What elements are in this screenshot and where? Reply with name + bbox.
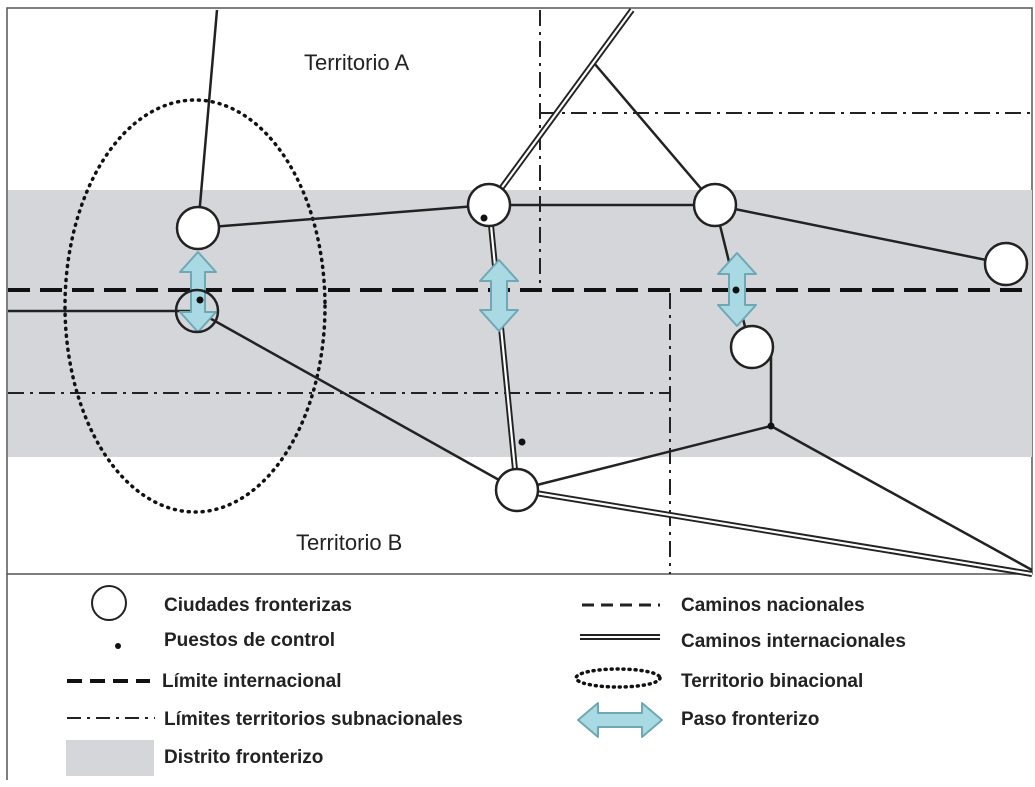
- control-post: [480, 214, 488, 222]
- control-posts: [196, 214, 775, 446]
- international-roads: [486, 8, 1033, 577]
- national-road: [714, 203, 1007, 266]
- national-road: [593, 62, 716, 206]
- border-district-band: [8, 190, 1032, 457]
- legend-cities-label: Ciudades fronterizas: [164, 595, 352, 616]
- legend-binational-symbol: [574, 667, 662, 689]
- legend-border-crossing-symbol: [577, 702, 663, 738]
- border-city: [729, 324, 775, 370]
- national-road: [196, 309, 518, 492]
- control-post: [518, 438, 526, 446]
- territory-b-label: Territorio B: [296, 530, 402, 555]
- national-road: [770, 424, 1033, 572]
- control-post: [196, 296, 204, 304]
- border-city: [175, 205, 221, 251]
- national-road: [196, 9, 219, 229]
- national-roads: [8, 9, 1033, 572]
- legend-national-roads-label: Caminos nacionales: [681, 595, 865, 616]
- legend-international-roads-label: Caminos internacionales: [681, 631, 906, 652]
- legend-city-symbol: [91, 585, 127, 621]
- legend-subnational-limits-label: Límites territorios subnacionales: [164, 709, 463, 730]
- border-crossing-arrow: [479, 259, 519, 332]
- control-post: [732, 286, 740, 294]
- legend-border-crossing-label: Paso fronterizo: [681, 709, 819, 730]
- border-city: [494, 467, 540, 513]
- legend-control-posts-label: Puestos de control: [164, 630, 335, 651]
- border-city: [983, 241, 1029, 287]
- national-road: [516, 424, 772, 492]
- border-cities: [174, 182, 1029, 513]
- legend-international-limit-label: Límite internacional: [162, 671, 341, 692]
- territory-a-label: Territorio A: [304, 50, 409, 75]
- legend-district-label: Distrito fronterizo: [164, 747, 323, 768]
- border-city: [174, 288, 220, 334]
- national-road: [197, 203, 490, 230]
- legend-control-post-symbol: [115, 643, 121, 649]
- control-post: [767, 422, 775, 430]
- binational-territory-ellipse: [63, 98, 327, 514]
- border-city: [466, 182, 512, 228]
- subnational-limits: [8, 10, 1032, 574]
- legend-district-symbol: [66, 740, 154, 776]
- border-city: [692, 182, 738, 228]
- legend-binational-label: Territorio binacional: [681, 671, 863, 692]
